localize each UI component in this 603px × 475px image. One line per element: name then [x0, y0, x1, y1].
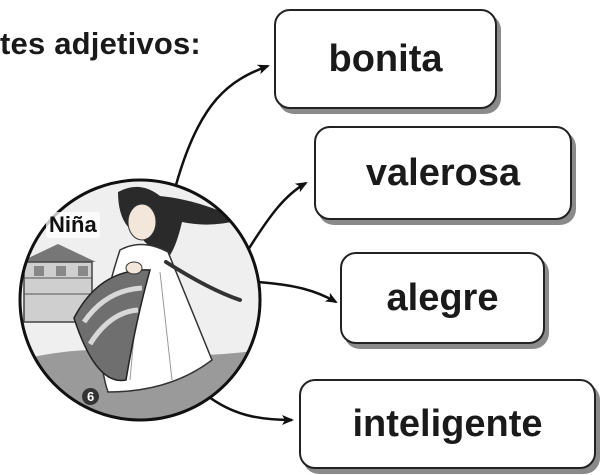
arrow-to-bonita: [174, 64, 270, 186]
adjective-label: alegre: [386, 276, 499, 319]
adjective-box-bonita: bonita: [274, 9, 497, 109]
page-heading: tes adjetivos:: [0, 26, 201, 61]
adjective-label: valerosa: [365, 151, 521, 194]
arrow-to-alegre: [257, 280, 338, 304]
adjective-label: bonita: [328, 37, 443, 80]
adjective-label: inteligente: [352, 402, 543, 445]
adjective-box-valerosa: valerosa: [314, 126, 572, 220]
hair-drawing: [118, 186, 240, 258]
adjective-box-alegre: alegre: [340, 252, 545, 344]
flag-drawing: [73, 269, 151, 382]
center-label: Niña: [46, 212, 100, 238]
girl-illustration: [18, 178, 262, 422]
page-badge: 6: [82, 388, 100, 405]
adjective-box-inteligente: inteligente: [299, 379, 596, 469]
arrow-to-valerosa: [246, 181, 308, 251]
arrow-to-inteligente: [204, 393, 294, 425]
